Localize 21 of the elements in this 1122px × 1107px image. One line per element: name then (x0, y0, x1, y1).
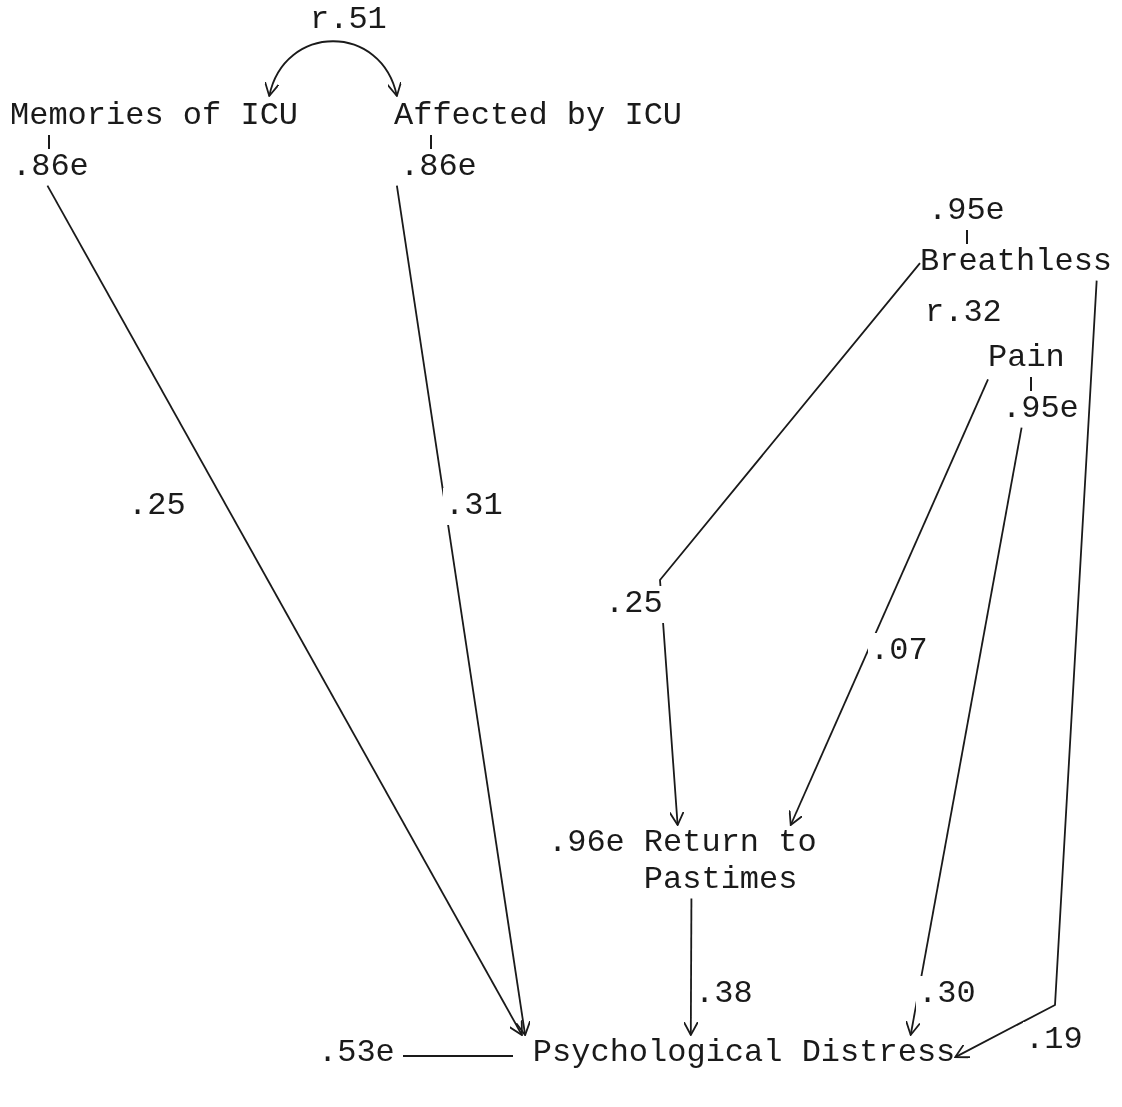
correlation-arrow (265, 40, 401, 97)
error-term-label: .86e (11, 148, 89, 186)
variable-label: Pain (988, 340, 1065, 377)
error-term-label: .96e (548, 825, 625, 862)
path-arrow (682, 897, 699, 1036)
variable-label: Breathless (920, 243, 1113, 281)
error-term-label: .86e (399, 148, 477, 186)
path-arrow (396, 184, 531, 1036)
path-arrow (954, 279, 1098, 1059)
path-arrow (46, 184, 523, 1036)
error-term-label: .95e (927, 193, 1005, 230)
variable-label: Memories of ICU (10, 98, 299, 135)
error-term-label: .53e (318, 1035, 395, 1072)
variable-label: Affected by ICU (394, 98, 683, 135)
error-term-label: .95e (1001, 390, 1079, 428)
path-coefficient: .31 (443, 488, 505, 525)
variable-label: Psychological Distress (532, 1035, 956, 1072)
path-arrow (788, 378, 989, 826)
path-arrow (659, 262, 921, 826)
path-arrow (905, 426, 1023, 1036)
variable-label: Return to Pastimes (643, 825, 818, 899)
